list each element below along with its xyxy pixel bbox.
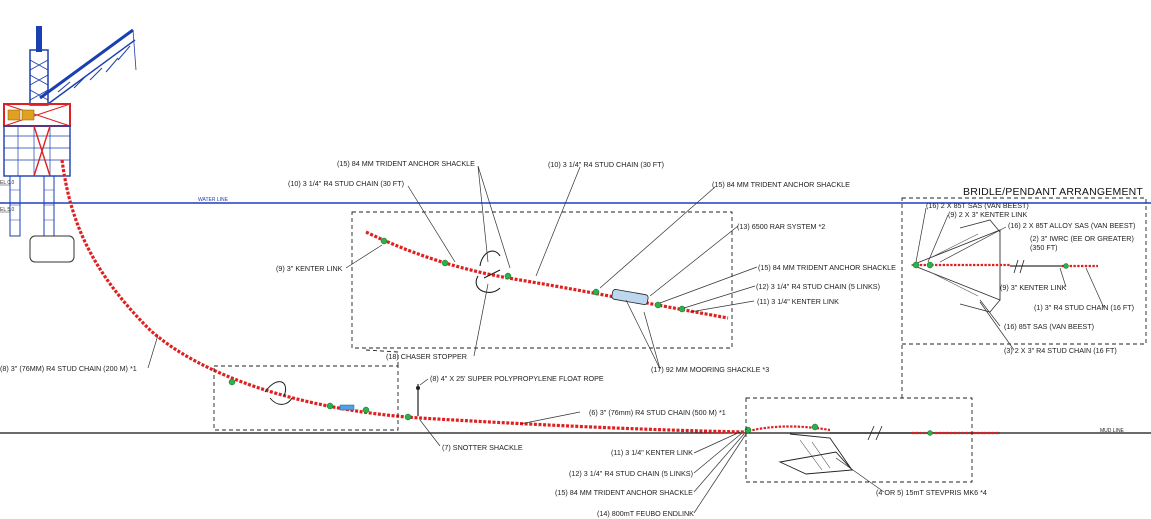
detail-box-main [351,211,733,349]
bridle-label-2x-stud-chain: (3) 2 X 3" R4 STUD CHAIN (16 FT) [1004,346,1117,355]
bridle-label-alloy-sas: (16) 2 X 85T ALLOY SAS (VAN BEEST) [1008,221,1135,230]
water-line-label: WATER LINE [198,197,229,203]
label-kenter-link: (9) 3" KENTER LINK [276,264,343,273]
bridle-label-stud-chain-16ft: (1) 3" R4 STUD CHAIN (16 FT) [1034,303,1134,312]
bridle-label-iwrc: (2) 3" IWRC (EE OR GREATER) [1030,234,1134,243]
detail-box-catenary [213,365,399,431]
catenary-chain [60,159,746,434]
detail-box-bridle [901,197,1147,345]
rar-system [611,289,649,305]
label-trident-shackle-top: (15) 84 MM TRIDENT ANCHOR SHACKLE [337,159,475,168]
label-snotter-shackle: (7) SNOTTER SHACKLE [442,443,523,452]
mud-line-label: MUD LINE [1100,428,1125,434]
label-trident-shackle-bottom: (15) 84 MM TRIDENT ANCHOR SHACKLE [555,488,693,497]
label-stud-chain-5-links-mid: (12) 3 1/4" R4 STUD CHAIN (5 LINKS) [756,282,880,291]
label-trident-shackle-mid: (15) 84 MM TRIDENT ANCHOR SHACKLE [758,263,896,272]
label-trident-shackle-right: (15) 84 MM TRIDENT ANCHOR SHACKLE [712,180,850,189]
bridle-label-sas-van-beest: (16) 85T SAS (VAN BEEST) [1004,322,1094,331]
chaser-stopper [475,250,501,293]
platform-elev-b: EL 5.0 [0,207,14,213]
stevpris-anchor [778,433,853,475]
label-kenter-link-mid: (11) 3 1/4" KENTER LINK [757,297,839,306]
label-stud-chain-5-links-bottom: (12) 3 1/4" R4 STUD CHAIN (5 LINKS) [569,469,693,478]
label-chaser-stopper: (18) CHASER STOPPER [386,352,467,361]
label-float-rope: (8) 4" X 25' SUPER POLYPROPYLENE FLOAT R… [430,374,604,383]
label-stud-chain-left: (10) 3 1/4" R4 STUD CHAIN (30 FT) [288,179,404,188]
label-mooring-shackle: (17) 92 MM MOORING SHACKLE *3 [651,365,769,374]
detail-box-anchor [745,397,973,483]
label-stud-chain-200m: (8) 3" (76MM) R4 STUD CHAIN (200 M) *1 [0,364,137,373]
bridle-label-kenter-3: (9) 3" KENTER LINK [1000,283,1067,292]
platform-elev-a: EL 0.0 [0,180,14,186]
bridle-drawing [910,219,1098,313]
platform-rig: EL 0.0 EL 5.0 [0,26,137,263]
bridle-label-kenter-2x: (9) 2 X 3" KENTER LINK [948,210,1027,219]
ground-chain [744,425,831,434]
bridle-label-350ft: (350 FT) [1030,243,1058,252]
label-feubo-endlink: (14) 800mT FEUBO ENDLINK [597,509,694,518]
label-rar-system: (13) 6500 RAR SYSTEM *2 [737,222,825,231]
label-stud-chain-top: (10) 3 1/4" R4 STUD CHAIN (30 FT) [548,160,664,169]
label-stevpris-anchor: (4 OR 5) 15mT STEVPRIS MK6 *4 [876,488,987,497]
detail-chain [365,230,729,320]
bridle-label-sas-85t: (16) 2 X 85T SAS (VAN BEEST) [926,201,1029,210]
leader-lines [147,165,1105,514]
bridle-panel-title: BRIDLE/PENDANT ARRANGEMENT [963,186,1143,198]
label-stud-chain-500m: (6) 3" (76mm) R4 STUD CHAIN (500 M) *1 [589,408,726,417]
label-kenter-link-bottom: (11) 3 1/4" KENTER LINK [611,448,693,457]
